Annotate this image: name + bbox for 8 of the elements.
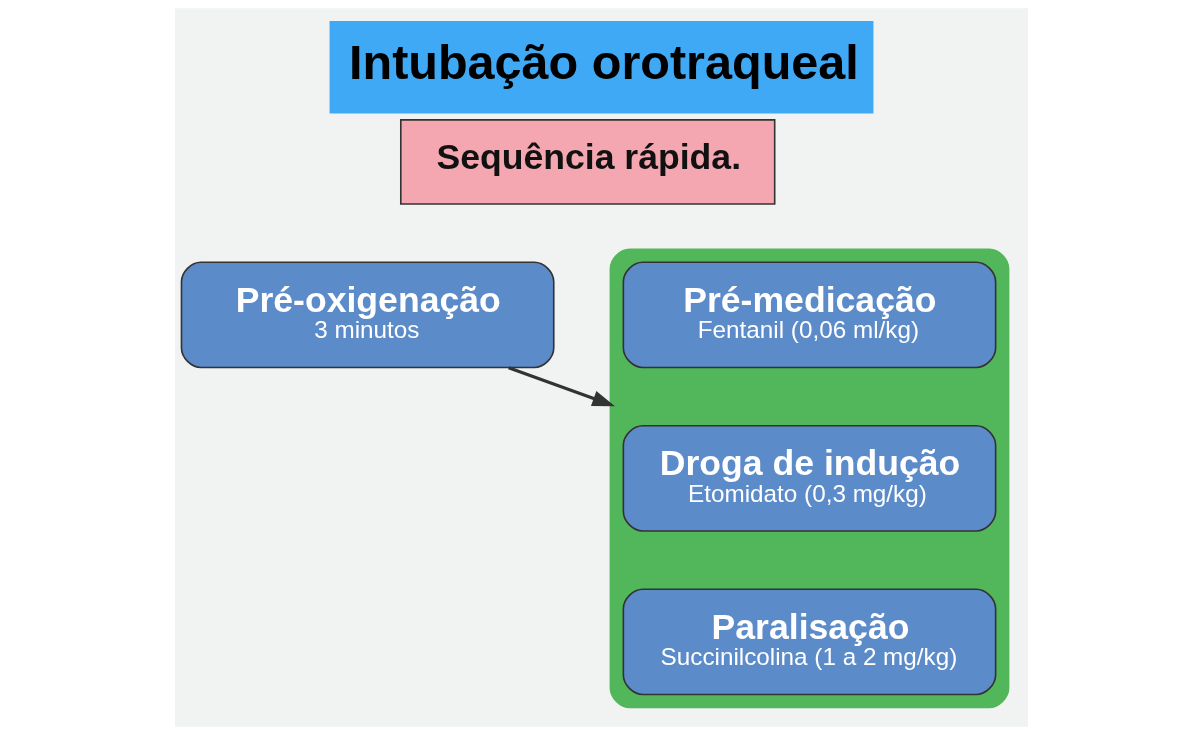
node-box: Pré-medicação Fentanil (0,06 ml/kg)	[622, 261, 996, 369]
node-box: Sequência rápida.	[399, 119, 775, 205]
node-box: Paralisação Succinilcolina (1 a 2 mg/kg)	[622, 588, 996, 696]
cluster	[609, 248, 1009, 709]
node-box: Pré-oxigenação 3 minutos	[180, 261, 555, 369]
arrow	[507, 366, 615, 407]
node-box: Droga de indução Etomidato (0,3 mg/kg)	[622, 424, 996, 532]
diagram-title: Intubação orotraqueal	[348, 34, 859, 89]
